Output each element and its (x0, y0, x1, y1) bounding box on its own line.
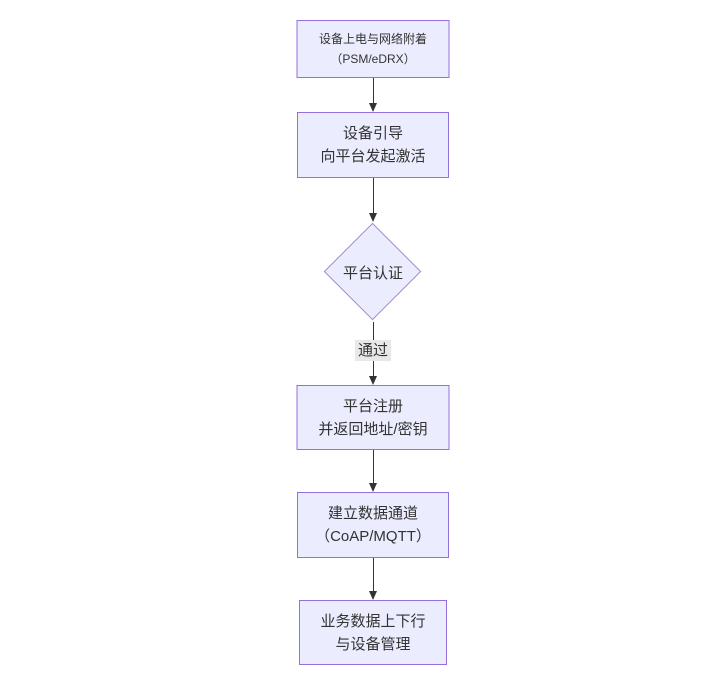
node-text-line: 与设备管理 (335, 635, 411, 653)
flow-arrow-b-c (369, 178, 377, 222)
arrowhead-down-icon (369, 591, 377, 600)
arrow-line (372, 558, 374, 591)
flow-node-business-data: 业务数据上下行 与设备管理 (299, 600, 447, 665)
arrowhead-down-icon (369, 103, 377, 112)
node-text-line: 设备上电与网络附着 (318, 32, 427, 46)
node-text-line: 设备引导 (342, 125, 403, 142)
flow-node-platform-auth-decision: 平台认证 (322, 222, 424, 322)
flow-arrow-a-b (369, 78, 377, 112)
flow-arrow-e-f (369, 558, 377, 600)
arrowhead-down-icon (369, 376, 377, 385)
flow-node-bootstrap: 设备引导 向平台发起激活 (297, 112, 449, 178)
node-text-line: 向平台发起激活 (320, 148, 426, 165)
node-text-line: 平台认证 (342, 264, 403, 282)
arrow-line (372, 78, 374, 103)
node-text-line: （CoAP/MQTT） (315, 528, 431, 545)
node-text-line: 平台注册 (342, 397, 403, 415)
node-text-line: 业务数据上下行 (320, 612, 426, 630)
flow-node-platform-register: 平台注册 并返回地址/密钥 (296, 385, 450, 450)
node-text-line: （PSM/eDRX） (330, 52, 416, 66)
node-text-line: 并返回地址/密钥 (318, 420, 428, 438)
flow-node-data-channel: 建立数据通道 （CoAP/MQTT） (297, 492, 449, 558)
flow-node-power-attach: 设备上电与网络附着 （PSM/eDRX） (296, 20, 450, 78)
flow-arrow-d-e (369, 450, 377, 492)
arrow-line (372, 178, 374, 213)
arrowhead-down-icon (369, 213, 377, 222)
node-text-line: 建立数据通道 (327, 505, 418, 522)
arrow-line (372, 450, 374, 483)
arrowhead-down-icon (369, 483, 377, 492)
edge-label-pass: 通过 (354, 340, 392, 361)
